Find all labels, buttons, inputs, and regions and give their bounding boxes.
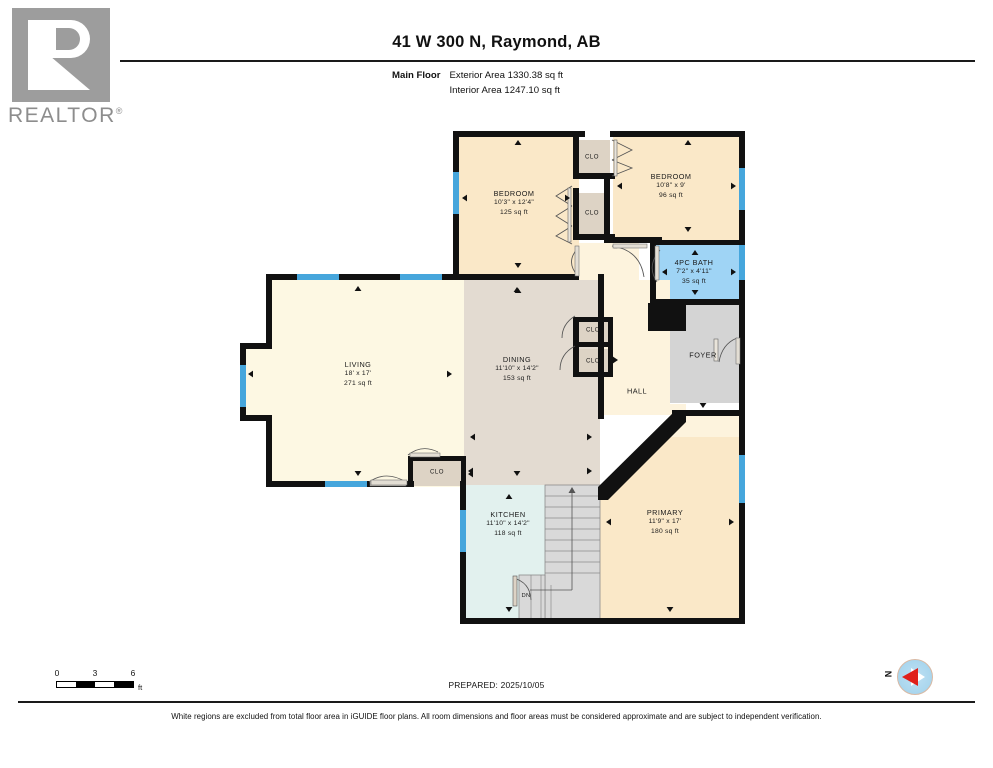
- closet-label-3: CLO: [586, 326, 600, 334]
- room-area: 35 sq ft: [682, 277, 706, 285]
- room-name: PRIMARY: [646, 507, 684, 517]
- header-subtitle: Main Floor Exterior Area 1330.38 sq ft I…: [0, 68, 993, 98]
- room-name: BEDROOM: [493, 188, 535, 198]
- scale-bar: [56, 681, 134, 688]
- room-name: HALL: [626, 386, 648, 396]
- room-label-bedroom-1: BEDROOM 10'3" x 12'4" 125 sq ft: [494, 189, 535, 217]
- closet-label-4: CLO: [586, 357, 600, 365]
- closet-label-2: CLO: [585, 209, 599, 217]
- room-label-living: LIVING 18' x 17' 271 sq ft: [344, 360, 372, 388]
- realtor-r-mark: [12, 8, 110, 102]
- scale-unit: ft: [138, 683, 143, 692]
- room-dimensions: 10'8" x 9': [656, 182, 686, 190]
- stairs-graphic: [512, 484, 601, 621]
- closet-label-5: CLO: [430, 468, 444, 476]
- registered-mark: ®: [115, 106, 124, 116]
- room-name: 4PC BATH: [674, 257, 714, 267]
- room-label-dining: DINING 11'10" x 14'2" 153 sq ft: [495, 355, 538, 383]
- scale-tick-3: 3: [92, 668, 98, 678]
- compass-needle-red: [902, 668, 918, 686]
- room-dimensions: 10'3" x 12'4": [494, 199, 534, 207]
- prepared-date: PREPARED: 2025/10/05: [448, 680, 545, 690]
- room-area: 153 sq ft: [503, 374, 531, 382]
- room-label-4pc-bath: 4PC BATH 7'2" x 4'11" 35 sq ft: [675, 258, 714, 286]
- room-label-primary: PRIMARY 11'9" x 17' 180 sq ft: [647, 508, 683, 536]
- stairs-direction-label: DN: [521, 593, 531, 599]
- header-divider: [120, 60, 975, 62]
- room-dimensions: 11'10" x 14'2": [495, 365, 539, 373]
- disclaimer-text: White regions are excluded from total fl…: [171, 712, 822, 721]
- room-label-hall: HALL: [627, 386, 647, 395]
- compass-north-label: N: [883, 670, 894, 678]
- room-dimensions: 7'2" x 4'11": [676, 268, 712, 276]
- realtor-wordmark: REALTOR®: [8, 104, 124, 128]
- realtor-logo: REALTOR®: [8, 8, 126, 128]
- room-area: 96 sq ft: [659, 191, 683, 199]
- room-name: FOYER: [689, 350, 717, 360]
- room-name: BEDROOM: [650, 171, 692, 181]
- room-dimensions: 11'10" x 14'2": [486, 520, 530, 528]
- floor-label: Main Floor: [392, 70, 441, 81]
- compass-rose: N: [883, 659, 933, 695]
- room-area: 271 sq ft: [344, 379, 372, 387]
- closet-label-1: CLO: [585, 153, 599, 161]
- room-dimensions: 18' x 17': [344, 370, 372, 378]
- room-name: KITCHEN: [490, 509, 526, 519]
- room-label-kitchen: KITCHEN 11'10" x 14'2" 118 sq ft: [486, 510, 529, 538]
- room-area: 118 sq ft: [494, 529, 522, 537]
- page-title: 41 W 300 N, Raymond, AB: [392, 33, 601, 51]
- room-area: 125 sq ft: [500, 208, 528, 216]
- room-area: 180 sq ft: [651, 527, 679, 535]
- exterior-area: Exterior Area 1330.38 sq ft: [449, 70, 564, 81]
- realtor-word-text: REALTOR: [8, 104, 116, 127]
- room-name: DINING: [502, 354, 532, 364]
- scale-tick-0: 0: [54, 668, 60, 678]
- room-name: LIVING: [344, 359, 372, 369]
- room-label-bedroom-2: BEDROOM 10'8" x 9' 96 sq ft: [651, 172, 692, 200]
- room-label-foyer: FOYER: [689, 350, 716, 359]
- scale-tick-6: 6: [130, 668, 136, 678]
- interior-area: Interior Area 1247.10 sq ft: [449, 85, 560, 96]
- room-dimensions: 11'9" x 17': [648, 518, 682, 526]
- footer-divider: [18, 701, 975, 703]
